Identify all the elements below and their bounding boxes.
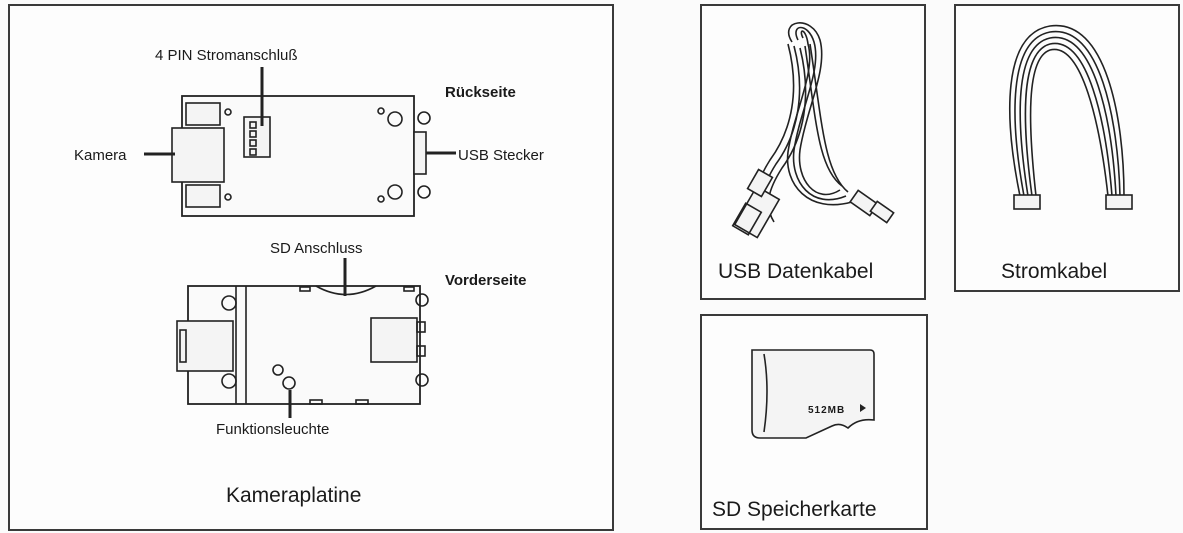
power-cable-caption: Stromkabel <box>1001 260 1107 283</box>
board-front-illustration <box>176 285 429 405</box>
usb-cable-caption: USB Datenkabel <box>718 260 873 283</box>
function-led-label: Funktionsleuchte <box>216 421 329 438</box>
power-connector-label: 4 PIN Stromanschluß <box>155 47 298 64</box>
usb-cable-illustration <box>731 22 895 239</box>
sd-card-illustration <box>751 349 875 439</box>
board-caption: Kameraplatine <box>226 484 361 507</box>
back-side-title: Rückseite <box>445 84 516 101</box>
power-cable-illustration <box>1009 24 1133 210</box>
usb-plug-label: USB Stecker <box>458 147 544 164</box>
board-back-illustration <box>171 95 431 217</box>
front-side-title: Vorderseite <box>445 272 526 289</box>
sd-slot-label: SD Anschluss <box>270 240 363 257</box>
sd-card-caption: SD Speicherkarte <box>712 498 877 521</box>
camera-label: Kamera <box>74 147 127 164</box>
usb-cable-panel <box>700 4 926 300</box>
sd-card-capacity-text: 512MB <box>808 405 845 416</box>
board-panel <box>8 4 614 531</box>
power-cable-panel <box>954 4 1180 292</box>
